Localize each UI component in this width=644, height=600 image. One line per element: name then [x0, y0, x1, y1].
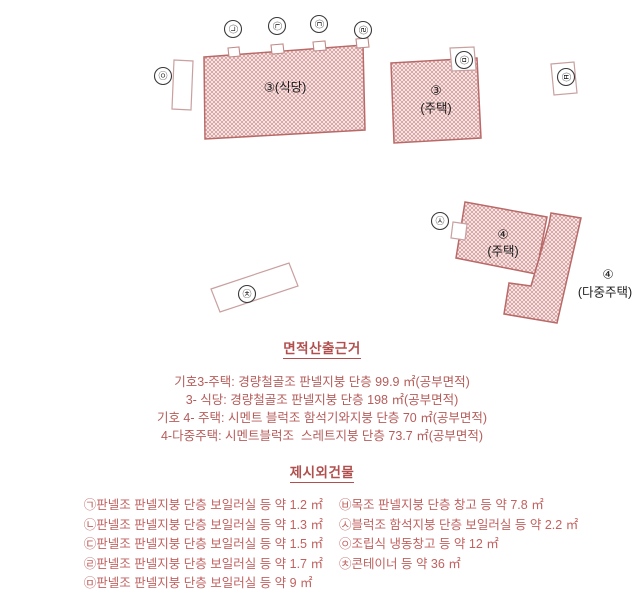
extra-buildings-left-column: ㉠판넬조 판넬지붕 단층 보일러실 등 약 1.2 ㎡ ㉡판넬조 판넬지붕 단층… [84, 496, 323, 594]
marker-bieup: ㉥ [556, 67, 576, 87]
area-basis-lines: 기호3-주택: 경량철골조 판넬지붕 단층 99.9 ㎡(공부면적) 3- 식당… [0, 373, 644, 445]
annex-siot-box [450, 221, 468, 241]
building-house-3-name: (주택) [420, 101, 451, 115]
marker-giyeok: ㉠ [223, 19, 243, 39]
area-basis-line: 기호3-주택: 경량철골조 판넬지붕 단층 99.9 ㎡(공부면적) [174, 375, 470, 390]
annex-nieun-box [270, 43, 285, 55]
extra-building-item: ㉠판넬조 판넬지붕 단층 보일러실 등 약 1.2 ㎡ [83, 498, 323, 513]
annex-rieul-box [355, 37, 370, 49]
extra-building-item: ㉢판넬조 판넬지붕 단층 보일러실 등 약 1.5 ㎡ [83, 537, 323, 552]
building-restaurant-label: ③(식당) [264, 80, 307, 94]
building-house-4: ④ (주택) [455, 201, 548, 275]
area-basis-line: 4-다중주택: 시멘트블럭조 스레트지붕 단층 73.7 ㎡(공부면적) [160, 429, 484, 444]
extra-building-item: ㉡판넬조 판넬지붕 단층 보일러실 등 약 1.3 ㎡ [83, 517, 323, 532]
marker-siot: ㉦ [430, 211, 450, 231]
marker-nieun: ㉡ [267, 16, 287, 36]
building-house-3: ③ (주택) [390, 57, 482, 144]
building-multi-house-4-number: ④ [602, 267, 613, 281]
building-multi-house-4-name: (다중주택) [578, 285, 632, 299]
annex-giyeok-box [227, 46, 241, 58]
marker-bieup-label: ㉥ [561, 72, 571, 81]
marker-ieung-label: ㉧ [158, 71, 167, 81]
site-plan: ③(식당) ③ (주택) ④ [153, 14, 632, 324]
extra-building-item: ㉣판넬조 판넬지붕 단층 보일러실 등 약 1.7 ㎡ [83, 556, 323, 571]
building-house-4-number: ④ [497, 227, 508, 241]
extra-buildings-section: 제시외건물 ㉠판넬조 판넬지붕 단층 보일러실 등 약 1.2 ㎡ ㉡판넬조 판… [0, 464, 644, 594]
extra-buildings-columns: ㉠판넬조 판넬지붕 단층 보일러실 등 약 1.2 ㎡ ㉡판넬조 판넬지붕 단층… [0, 496, 644, 594]
building-restaurant: ③(식당) [203, 44, 366, 140]
marker-rieul-label: ㉣ [358, 25, 368, 34]
extra-buildings-right-column: ㉥목조 판넬지붕 단층 창고 등 약 7.8 ㎡ ㉦블럭조 함석지붕 단층 보일… [335, 496, 578, 574]
marker-mieum-label: ㉤ [459, 55, 469, 64]
extra-building-item: ㉦블럭조 함석지붕 단층 보일러실 등 약 2.2 ㎡ [339, 517, 579, 532]
extra-building-item: ㉤판넬조 판넬지붕 단층 보일러실 등 약 9 ㎡ [83, 576, 313, 591]
marker-giyeok-label: ㉠ [228, 24, 238, 33]
extra-building-item: ㉥목조 판넬지붕 단층 창고 등 약 7.8 ㎡ [339, 498, 544, 513]
extra-building-item: ㉩콘테이너 등 약 36 ㎡ [339, 556, 461, 571]
marker-rieul: ㉣ [353, 20, 373, 40]
area-basis-heading: 면적산출근거 [283, 341, 361, 360]
building-house-3-number: ③ [430, 83, 441, 97]
marker-ieung: ㉧ [153, 66, 173, 86]
marker-chieut: ㉩ [237, 284, 257, 304]
marker-siot-label: ㉦ [435, 216, 444, 226]
building-house-4-name: (주택) [487, 244, 518, 258]
marker-chieut-label: ㉩ [242, 289, 251, 299]
marker-mieum: ㉤ [454, 50, 474, 70]
marker-digeut: ㉢ [309, 14, 329, 34]
building-multi-house-4 [503, 212, 582, 324]
marker-nieun-label: ㉡ [272, 21, 282, 30]
annex-chieut-box [210, 262, 299, 313]
annex-digeut-box [312, 40, 327, 52]
annex-ieung [171, 59, 194, 111]
extra-buildings-heading: 제시외건물 [289, 465, 355, 484]
area-basis-section: 면적산출근거 기호3-주택: 경량철골조 판넬지붕 단층 99.9 ㎡(공부면적… [0, 340, 644, 445]
marker-digeut-label: ㉢ [314, 19, 324, 28]
extra-building-item: ㉧조립식 냉동창고 등 약 12 ㎡ [339, 537, 499, 552]
area-basis-line: 3- 식당: 경량철골조 판넬지붕 단층 198 ㎡(공부면적) [185, 393, 459, 408]
area-basis-line: 기호 4- 주택: 시멘트 블럭조 함석기와지붕 단층 70 ㎡(공부면적) [156, 411, 488, 426]
